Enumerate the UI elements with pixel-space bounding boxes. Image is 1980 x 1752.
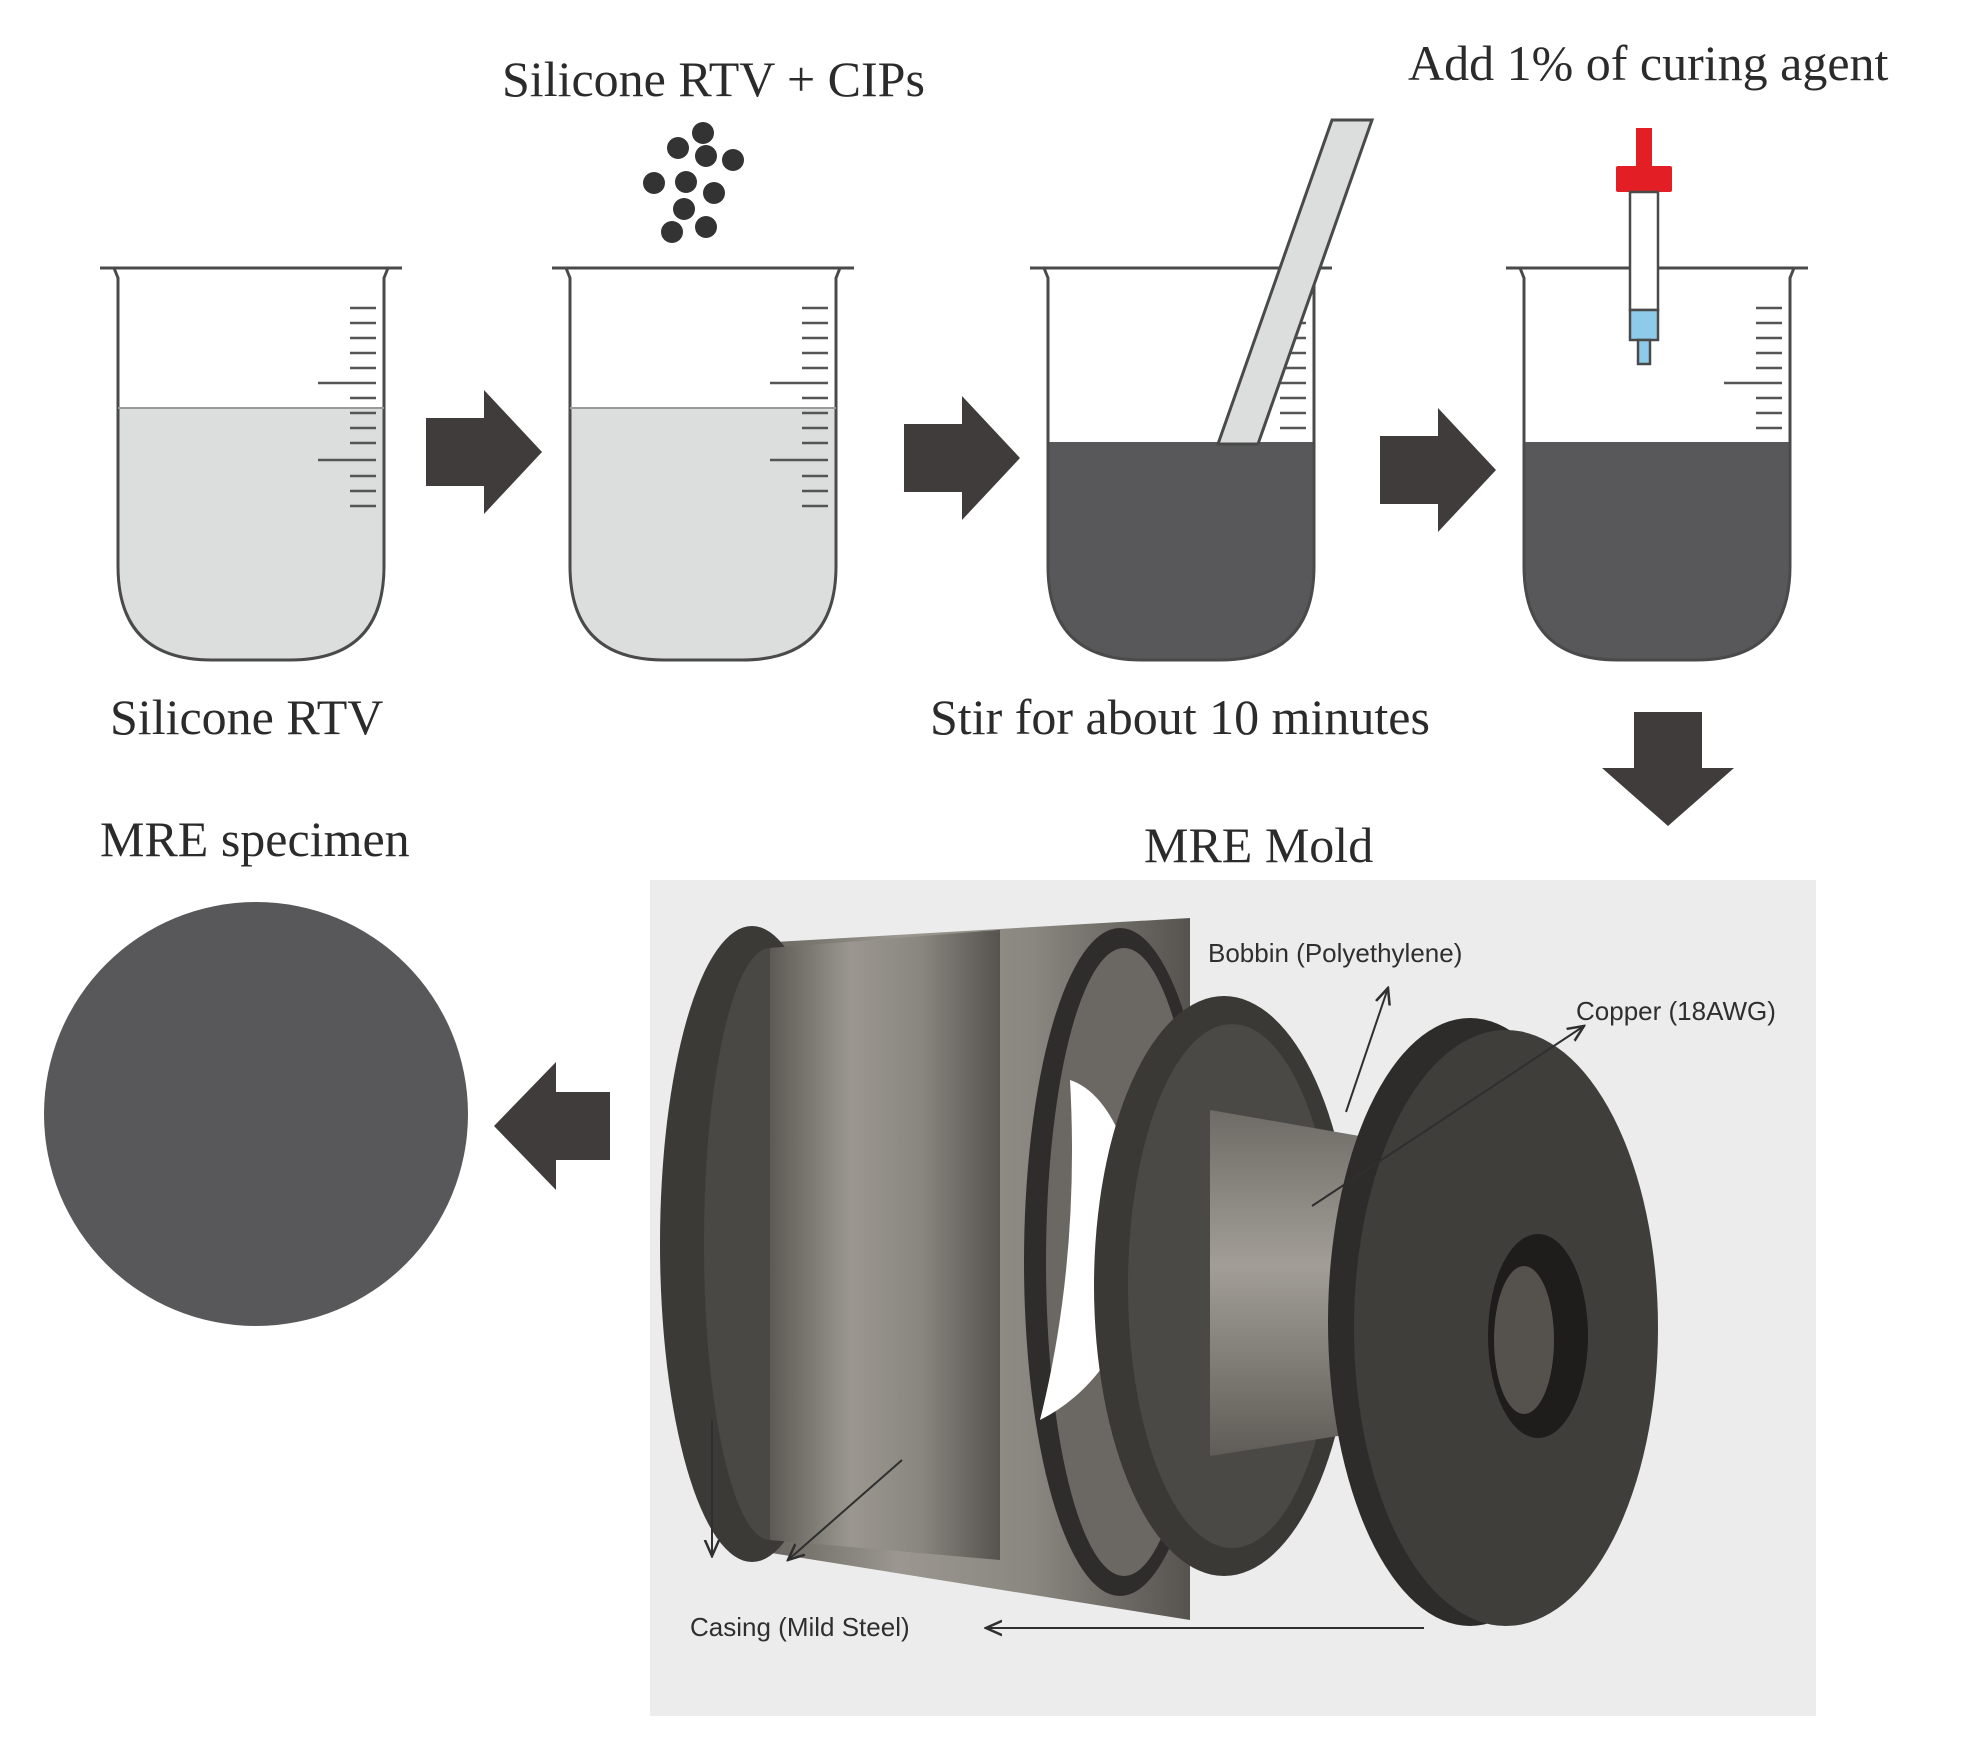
casing-label: Casing (Mild Steel) [690, 1612, 910, 1642]
mre-mold-render: Bobbin (Polyethylene) Copper (18AWG) Cas… [650, 880, 1816, 1716]
beaker-2 [552, 266, 854, 662]
cip-particles [643, 122, 744, 243]
left-arrow [494, 1062, 610, 1190]
bobbin-label: Bobbin (Polyethylene) [1208, 938, 1462, 968]
dropper-icon [1616, 128, 1672, 366]
graduation-marks [318, 306, 376, 508]
beaker-outline [552, 266, 854, 662]
liquid-dark [1048, 442, 1314, 660]
beaker-1 [100, 266, 402, 662]
copper-label: Copper (18AWG) [1576, 996, 1776, 1026]
right-arrow-1 [426, 390, 542, 514]
mre-specimen [44, 902, 468, 1326]
down-arrow [1602, 712, 1734, 826]
step3-label: Stir for about 10 minutes [930, 689, 1430, 745]
step4-label: Add 1% of curing agent [1408, 35, 1889, 91]
beaker-outline [100, 266, 402, 662]
right-arrow-3 [1380, 408, 1496, 532]
specimen-title: MRE specimen [100, 811, 410, 867]
step2-label: Silicone RTV + CIPs [502, 51, 925, 107]
step1-label: Silicone RTV [110, 689, 383, 745]
stir-rod [1215, 118, 1375, 446]
right-arrow-2 [904, 396, 1020, 520]
graduation-marks [1724, 306, 1782, 430]
liquid-light [570, 408, 836, 660]
liquid-light [118, 408, 384, 660]
mold-title: MRE Mold [1144, 817, 1373, 873]
graduation-marks [770, 306, 828, 508]
liquid-dark [1524, 442, 1790, 660]
